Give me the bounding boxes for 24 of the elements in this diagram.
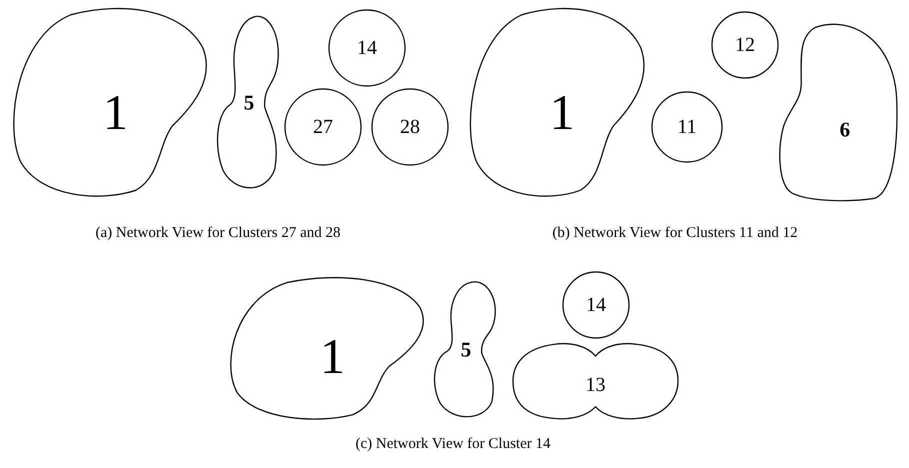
cluster-number: 14 [586, 295, 606, 315]
cluster-circle [712, 12, 778, 78]
cluster-circle [563, 272, 629, 338]
cluster-number: 28 [400, 117, 420, 137]
cluster-number: 1 [103, 87, 128, 138]
cluster-number: 5 [460, 340, 472, 360]
cluster-number: 1 [550, 87, 575, 138]
cluster-number: 1 [320, 330, 346, 381]
cluster-number: 6 [840, 120, 850, 140]
cluster-number: 14 [357, 38, 377, 58]
figure-caption: (b) Network View for Clusters 11 and 12 [552, 225, 798, 242]
figure-caption: (a) Network View for Clusters 27 and 28 [95, 225, 341, 242]
cluster-circle [329, 10, 405, 86]
cluster-number: 27 [313, 117, 333, 137]
figure-caption: (c) Network View for Cluster 14 [355, 436, 551, 453]
cluster-blob [780, 22, 898, 202]
cluster-number: 13 [586, 374, 606, 395]
cluster-circle [285, 89, 361, 165]
cluster-circle [372, 89, 448, 165]
cluster-number: 12 [735, 35, 755, 55]
cluster-number: 11 [677, 117, 697, 137]
cluster-blob [513, 342, 678, 420]
cluster-circle [652, 92, 722, 162]
cluster-number: 5 [244, 92, 254, 114]
